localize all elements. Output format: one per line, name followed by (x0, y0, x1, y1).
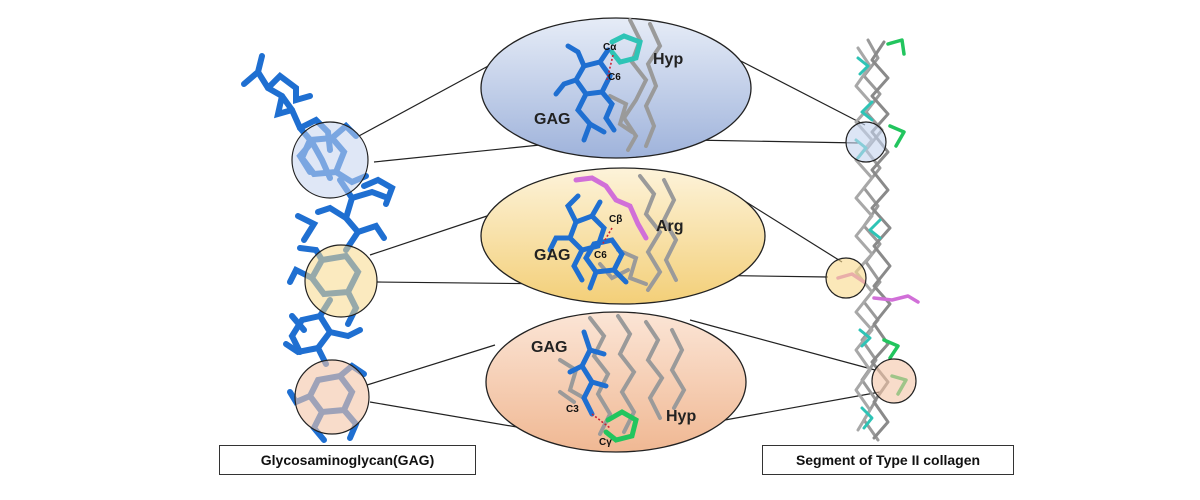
panel-bottom-hyp-residue (603, 409, 639, 443)
panel-bottom-gag (567, 329, 609, 417)
panel-top-background (480, 17, 752, 159)
collagen-highlight-circle-bottom (871, 358, 917, 404)
panel-top-atom-b: C6 (608, 72, 621, 83)
panel-top-gag-label: GAG (534, 111, 570, 128)
panel-bottom-gag-label: GAG (531, 339, 567, 356)
panel-middle-collagen (598, 174, 679, 292)
panel-top-gag (553, 43, 617, 143)
gag-highlight-circle-bottom (294, 359, 370, 435)
gag-highlight-circle-middle (304, 244, 378, 318)
connector-bot-left-upper (366, 344, 496, 386)
interaction-panel-middle: Cβ C6 Arg GAG (480, 167, 766, 305)
collagen-caption-text: Segment of Type II collagen (795, 452, 981, 468)
panel-middle-residue-label: Arg (656, 218, 684, 235)
panel-top-residue-label: Hyp (653, 51, 683, 68)
collagen-highlight-circle-top (845, 121, 887, 163)
connector-top-left-upper (356, 57, 504, 138)
connector-top-left-lower (373, 144, 541, 163)
panel-top-atom-a: Cα (603, 42, 617, 53)
panel-bottom-background (485, 311, 747, 453)
panel-bottom-residue-label: Hyp (666, 408, 696, 425)
connector-bot-right-lower (724, 391, 881, 421)
panel-middle-arg-residue (573, 175, 649, 241)
panel-top-hyp-residue (609, 33, 643, 65)
collagen-highlight-circle-middle (825, 257, 867, 299)
gag-highlight-circle-top (291, 121, 369, 199)
connector-top-right-upper (732, 56, 866, 126)
gag-caption-text: Glycosaminoglycan(GAG) (260, 452, 435, 468)
gag-caption: Glycosaminoglycan(GAG) (219, 445, 476, 475)
interaction-panel-top: Cα C6 Hyp GAG (480, 17, 752, 159)
panel-middle-background (480, 167, 766, 305)
panel-middle-gag-label: GAG (534, 247, 570, 264)
connector-mid-right-upper (734, 194, 843, 263)
panel-top-contact-line (606, 54, 614, 81)
panel-bottom-collagen (558, 314, 687, 436)
connector-mid-left-upper (369, 214, 491, 256)
connector-top-right-lower (689, 139, 861, 144)
panel-bottom-atom-a: C3 (566, 404, 579, 415)
connector-bot-right-upper (689, 319, 876, 371)
panel-middle-atom-b: C6 (594, 250, 607, 261)
panel-bottom-atom-b: Cγ (599, 437, 612, 448)
panel-middle-contact-line (601, 227, 613, 246)
panel-middle-gag (547, 193, 629, 291)
collagen-caption: Segment of Type II collagen (762, 445, 1014, 475)
connector-bot-left-lower (369, 401, 541, 432)
connector-lines (356, 56, 881, 432)
panel-middle-atom-a: Cβ (609, 214, 622, 225)
interaction-panel-bottom: C3 Cγ Hyp GAG (485, 311, 747, 453)
